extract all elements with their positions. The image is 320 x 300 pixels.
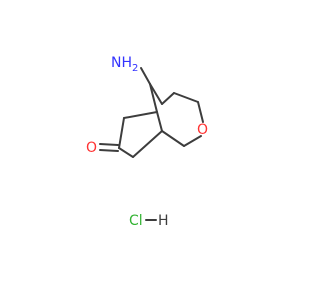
amine-subscript: 2 (132, 63, 138, 74)
bond-c7-c6 (118, 147, 134, 158)
hydrogen-label: H (158, 213, 169, 229)
bond-c6-c5 (132, 130, 163, 158)
bond-c1-c8 (123, 111, 158, 119)
amine-label: NH2 (111, 55, 138, 74)
bond-c2-c1 (161, 130, 185, 147)
bond-c9-c1 (149, 83, 158, 113)
structure-canvas: NH2 O O Cl H (86, 55, 209, 229)
bond-c5-c4 (161, 92, 175, 105)
chlorine-label: Cl (129, 213, 143, 229)
bond-c8-c7 (118, 117, 125, 149)
amine-symbol: NH (111, 55, 132, 71)
bond-o-ring-c2 (183, 135, 202, 147)
bond-c7-o-ketone-b (99, 149, 119, 152)
ring-oxygen-label: O (197, 122, 208, 138)
bond-c1-bridgehead (156, 111, 163, 132)
bond-c7-o-ketone-a (99, 143, 119, 146)
ketone-oxygen-label: O (86, 140, 97, 156)
bond-n-c9 (140, 67, 151, 85)
bond-c9-c5 (149, 83, 163, 105)
molecule-diagram: NH2 O O Cl H (86, 55, 208, 229)
bond-c4-c3 (173, 92, 199, 103)
bond-c3-o-ring (197, 101, 204, 123)
